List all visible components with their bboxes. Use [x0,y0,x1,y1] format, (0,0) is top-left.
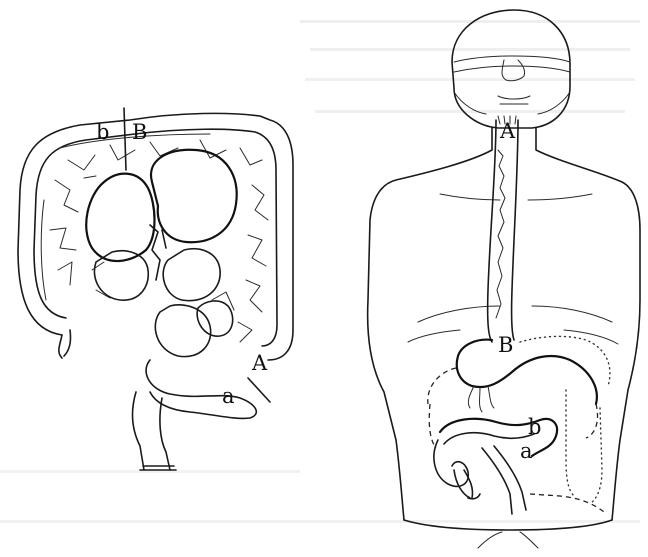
stomach [457,340,597,404]
intestine-loop-upper-center [151,150,237,242]
intestine-loop-mid-right [163,249,220,301]
head-band [454,56,570,72]
intestine-loop-upper-left [86,174,154,261]
anal-canal [140,466,176,470]
left-digestive-tract: b B A a [18,108,293,470]
stomach-dotted-outline [520,336,610,386]
ascending-colon-dotted [566,390,574,496]
marker-line-B [124,108,126,170]
sigmoid-colon [146,360,256,418]
intestine-loop-lower-right [197,301,233,336]
hip-lines [478,532,538,548]
label-A-left: A [251,351,268,375]
label-A-right: A [499,119,516,143]
intestine-hanging-loop [454,470,480,499]
intestine-loop-mid-left [94,251,148,300]
intestine-coil-left [434,440,468,486]
esophagus-texture [496,150,505,318]
torso-outline [368,128,640,520]
transverse-colon-dashed [428,368,598,438]
intestine-loop-lower [155,305,210,357]
left-colon-dashed [429,404,436,448]
bleed-through-texture [0,20,640,523]
label-B-left: B [132,120,147,144]
rectum-dashed [530,494,604,512]
nose [502,60,525,81]
label-b-left: b [96,120,109,144]
label-b-right: b [528,415,541,439]
esophagus-right-wall [512,120,518,340]
label-a-right: a [520,439,533,463]
descending-colon-dotted [590,408,602,504]
rectum [133,392,170,470]
right-human-torso: A B b a [368,10,640,548]
mesenteric-vessels [50,140,268,342]
mouth [498,96,530,104]
esophagus-left-wall [488,120,496,342]
marker-line-A [248,378,270,402]
pylorus-folds [468,386,494,412]
label-a-left: a [222,384,235,408]
label-B-right: B [498,333,513,357]
